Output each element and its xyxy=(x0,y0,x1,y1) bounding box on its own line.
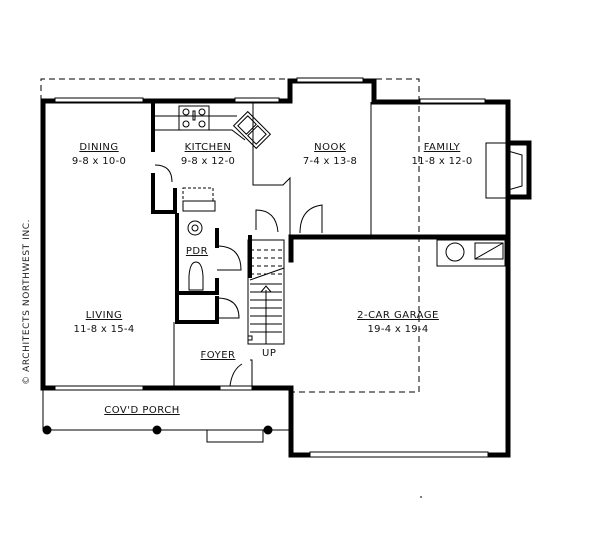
pantry-icon xyxy=(182,187,216,212)
room-name: LIVING xyxy=(86,310,123,321)
windows xyxy=(54,77,489,458)
room-porch: COV'D PORCH xyxy=(104,405,180,416)
fireplace xyxy=(485,142,523,199)
stairs-up-label: UP xyxy=(262,348,276,359)
room-name: FOYER xyxy=(201,350,236,361)
stairs: UP xyxy=(247,239,285,359)
water-heater-icon xyxy=(436,239,506,267)
room-living: LIVING 11-8 x 15-4 xyxy=(74,310,135,335)
room-name: FAMILY xyxy=(424,142,461,153)
room-dimensions: 11-8 x 15-4 xyxy=(74,324,135,335)
room-name: PDR xyxy=(186,246,208,257)
doors xyxy=(154,164,323,387)
room-family: FAMILY 11-8 x 12-0 xyxy=(412,142,473,167)
exterior-walls xyxy=(40,78,532,458)
room-name: DINING xyxy=(79,142,118,153)
toilet-icon xyxy=(188,261,204,291)
furnace-icon xyxy=(474,242,504,260)
room-name: KITCHEN xyxy=(185,142,232,153)
room-garage: 2-CAR GARAGE 19-4 x 19-4 xyxy=(357,310,439,335)
sink-icon xyxy=(232,110,272,150)
room-dimensions: 11-8 x 12-0 xyxy=(412,156,473,167)
room-kitchen: KITCHEN 9-8 x 12-0 xyxy=(181,142,235,167)
room-pdr: PDR xyxy=(186,246,208,257)
porch xyxy=(42,388,291,443)
room-dimensions: 7-4 x 13-8 xyxy=(303,156,357,167)
room-nook: NOOK 7-4 x 13-8 xyxy=(303,142,357,167)
range-icon xyxy=(178,105,210,131)
room-labels: DINING 9-8 x 10-0 KITCHEN 9-8 x 12-0 NOO… xyxy=(72,142,473,416)
lavatory-icon xyxy=(187,220,203,236)
room-dimensions: 9-8 x 10-0 xyxy=(72,156,126,167)
room-name: 2-CAR GARAGE xyxy=(357,310,439,321)
room-dimensions: 19-4 x 19-4 xyxy=(368,324,429,335)
scale-dot xyxy=(420,496,422,498)
room-name: NOOK xyxy=(314,142,346,153)
copyright-text: © ARCHITECTS NORTHWEST INC. xyxy=(22,219,32,385)
room-foyer: FOYER xyxy=(201,350,236,361)
room-dining: DINING 9-8 x 10-0 xyxy=(72,142,126,167)
room-dimensions: 9-8 x 12-0 xyxy=(181,156,235,167)
overhang-outline xyxy=(40,78,420,393)
room-name: COV'D PORCH xyxy=(104,405,180,416)
